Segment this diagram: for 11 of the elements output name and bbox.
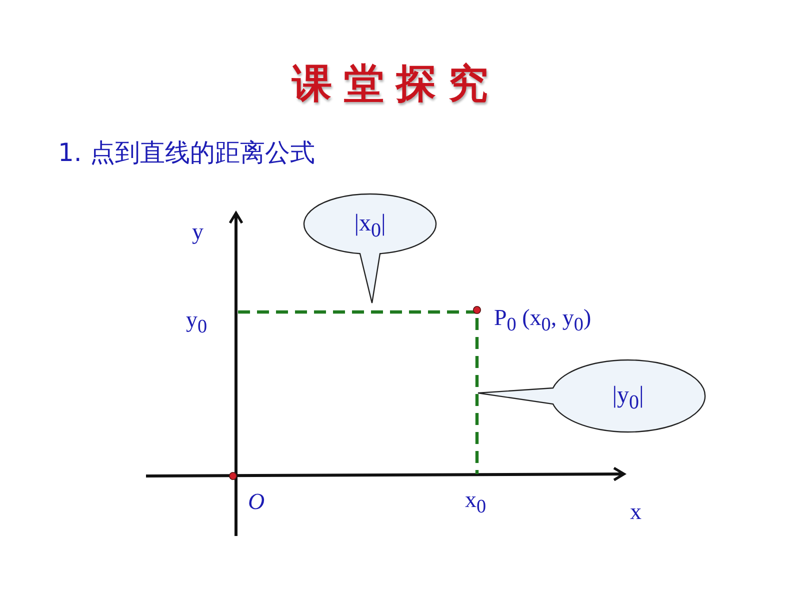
callout-text: |y$_{0}$| bbox=[612, 384, 644, 412]
axis-tick-label: y$_{0}$ bbox=[186, 308, 208, 337]
axis-tick-label: x$_{0}$ bbox=[465, 488, 486, 517]
callout-text: |x$_{0}$| bbox=[354, 212, 386, 240]
speech-bubble bbox=[302, 192, 438, 306]
axis-label: x bbox=[630, 500, 642, 523]
point-label: P$_{0}$ (x$_{0}$, y$_{0}$) bbox=[494, 306, 592, 335]
origin-label: O bbox=[248, 490, 265, 513]
title: 课堂探究 bbox=[292, 64, 500, 104]
section-heading: 1. 点到直线的距离公式 bbox=[58, 140, 315, 165]
axis-label: y bbox=[192, 220, 204, 243]
